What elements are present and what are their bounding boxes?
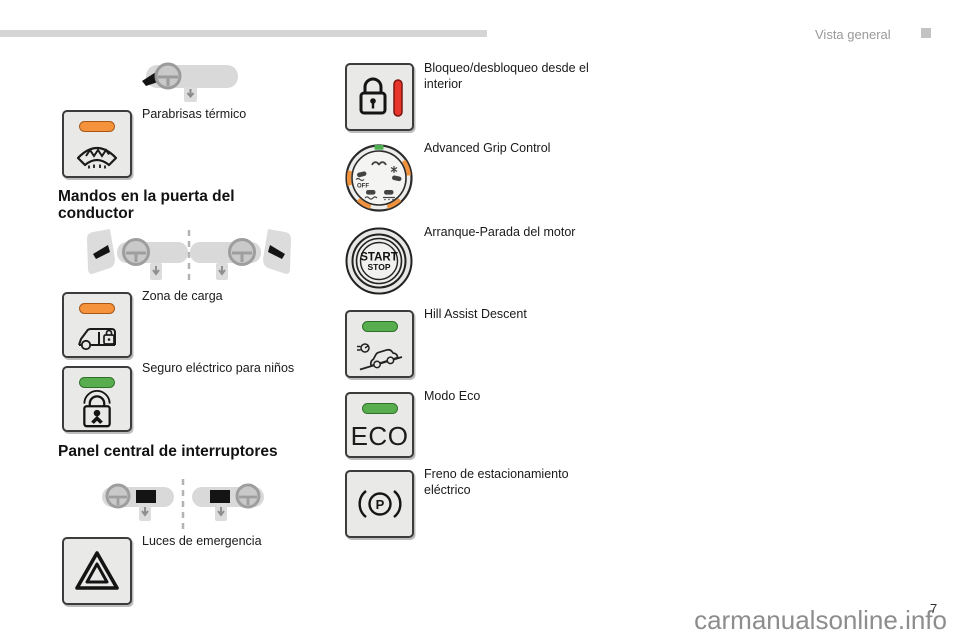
driver-door-location-diagram xyxy=(85,227,293,282)
hill-descent-icon xyxy=(356,343,402,371)
hazard-lights-label: Luces de emergencia xyxy=(142,534,262,548)
heated-windscreen-button xyxy=(62,110,132,178)
section-label: Vista general xyxy=(815,27,891,42)
eco-mode-button: ECO xyxy=(345,392,414,458)
grip-control-dial: OFF xyxy=(345,144,413,212)
cargo-zone-label: Zona de carga xyxy=(142,289,223,303)
interior-lock-button xyxy=(345,63,414,131)
interior-lock-label: Bloqueo/desbloqueo desde el interior xyxy=(424,61,589,92)
grip-mode-esp-off-icon: OFF xyxy=(355,171,369,190)
hill-assist-button xyxy=(345,310,414,378)
hazard-lights-button xyxy=(62,537,132,605)
door-controls-heading: Mandos en la puerta del conductor xyxy=(58,188,235,222)
start-stop-label: Arranque-Parada del motor xyxy=(424,225,576,239)
dashboard-location-icon xyxy=(142,62,238,102)
svg-text:OFF: OFF xyxy=(357,184,369,190)
grip-control-label: Advanced Grip Control xyxy=(424,141,551,155)
section-marker-square xyxy=(921,28,931,38)
eco-text: ECO xyxy=(350,420,409,451)
central-panel-location-diagram xyxy=(100,479,266,531)
heated-windscreen-icon xyxy=(76,146,118,169)
child-lock-label: Seguro eléctrico para niños xyxy=(142,361,295,375)
indicator-pill-green xyxy=(361,403,398,414)
heated-windscreen-label: Parabrisas térmico xyxy=(142,107,247,121)
indicator-pill-green xyxy=(361,321,398,332)
indicator-pill-green xyxy=(79,377,115,388)
child-lock-icon xyxy=(83,390,111,428)
hazard-triangle-icon xyxy=(75,551,119,590)
grip-mode-sand-icon xyxy=(383,190,395,201)
grip-mode-snow-icon xyxy=(390,166,402,182)
start-stop-button: START STOP xyxy=(345,227,413,295)
parking-brake-icon: P xyxy=(358,490,401,518)
indicator-pill-orange xyxy=(79,303,115,314)
grip-mode-mud-icon xyxy=(364,190,378,200)
start-text: START xyxy=(360,252,397,264)
parking-brake-label: Freno de estacionamiento eléctrico xyxy=(424,467,569,498)
parking-brake-button: P xyxy=(345,470,414,538)
page-number: 7 xyxy=(930,601,938,616)
grip-mode-standard-icon xyxy=(371,161,387,166)
hill-assist-label: Hill Assist Descent xyxy=(424,307,527,321)
padlock-red-bar-icon xyxy=(359,77,403,117)
eco-mode-label: Modo Eco xyxy=(424,389,481,403)
central-panel-heading: Panel central de interruptores xyxy=(58,443,278,460)
header-rule xyxy=(0,30,487,37)
child-lock-button xyxy=(62,366,132,432)
cargo-zone-van-lock-icon xyxy=(78,328,116,351)
watermark: carmanualsonline.info xyxy=(694,605,947,635)
stop-text: STOP xyxy=(368,262,391,272)
cargo-zone-button xyxy=(62,292,132,358)
svg-text:P: P xyxy=(375,497,384,512)
indicator-pill-orange xyxy=(79,121,115,132)
